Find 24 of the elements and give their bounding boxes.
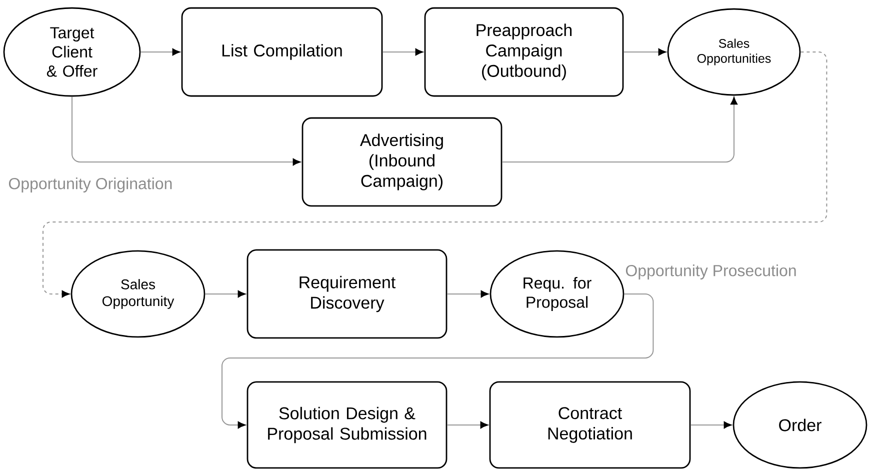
process-box: Solution Design & Proposal Submission xyxy=(246,381,448,469)
arrow xyxy=(204,290,246,298)
process-box: Advertising (Inbound Campaign) xyxy=(302,117,502,207)
ellipse-node: Requ. for Proposal xyxy=(490,250,624,338)
process-box: Requirement Discovery xyxy=(246,249,448,339)
process-box: List Compilation xyxy=(181,7,383,97)
phase-label: Opportunity Prosecution xyxy=(626,264,796,280)
ellipse-node: Sales Opportunity xyxy=(70,250,206,338)
arrow xyxy=(140,48,180,56)
arrow xyxy=(623,48,666,56)
phase-label: Opportunity Origination xyxy=(8,178,172,192)
ellipse-node: Sales Opportunities xyxy=(667,8,801,96)
arrow xyxy=(446,290,489,298)
arrow xyxy=(42,52,828,298)
process-box: Contract Negotiation xyxy=(489,381,691,469)
process-box: Preapproach Campaign (Outbound) xyxy=(424,7,624,97)
ellipse-node: Target Client & Offer xyxy=(3,7,141,97)
arrow xyxy=(690,421,732,429)
arrow xyxy=(72,96,301,166)
ellipse-node: Order xyxy=(732,381,868,469)
arrow xyxy=(222,293,654,429)
arrow xyxy=(446,421,488,429)
arrow xyxy=(502,96,738,162)
arrow xyxy=(382,48,424,56)
